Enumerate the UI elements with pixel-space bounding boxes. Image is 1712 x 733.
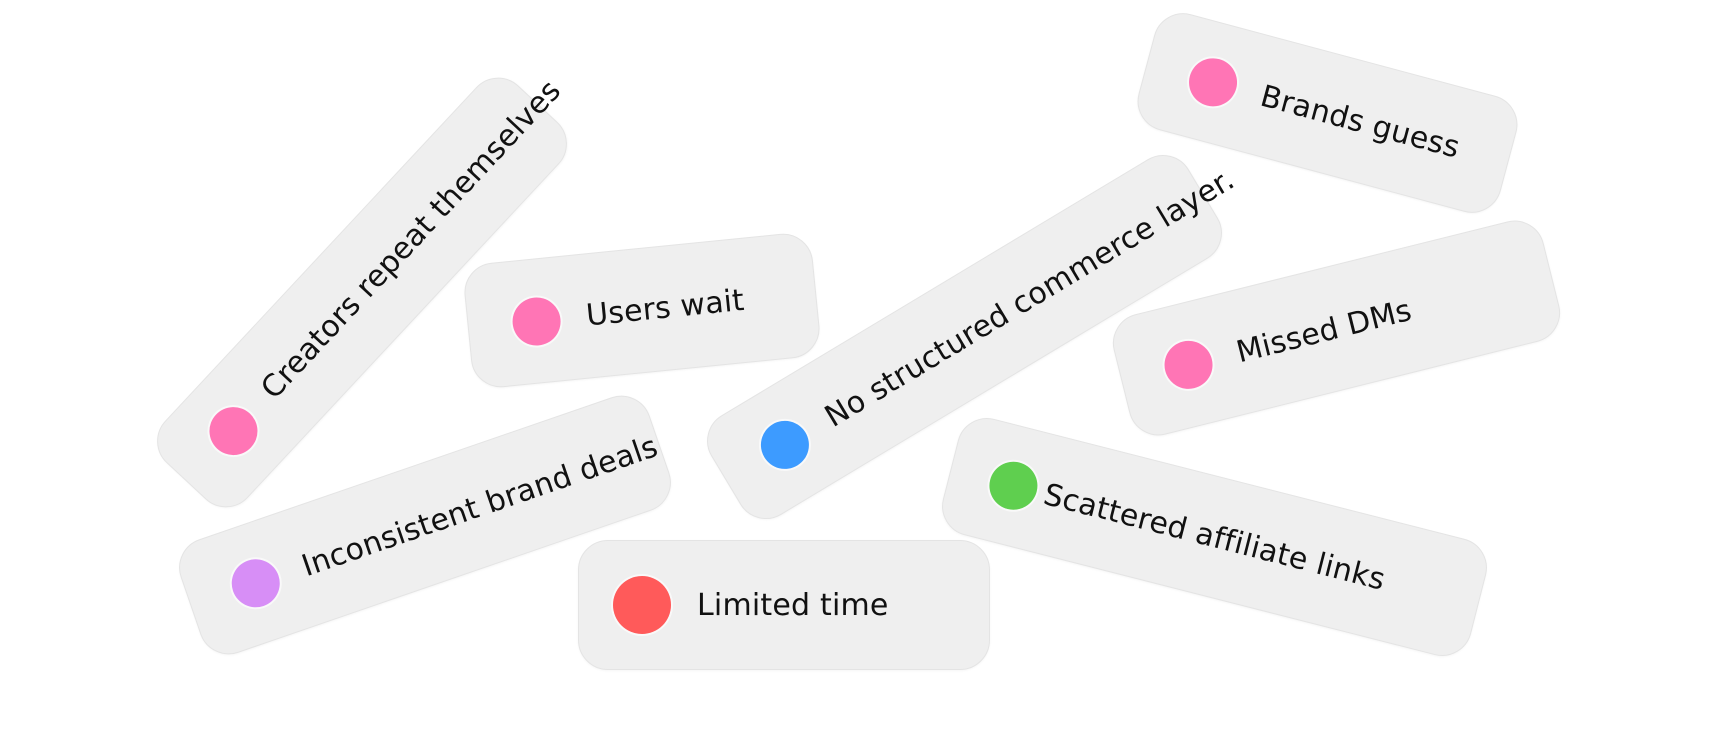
purple-dot-icon [225, 552, 287, 614]
card-label: Missed DMs [1232, 292, 1416, 370]
blue-dot-icon [751, 411, 818, 478]
card-label: Brands guess [1256, 78, 1464, 166]
card-label: Users wait [584, 282, 746, 334]
pink-dot-icon [1183, 52, 1243, 112]
pink-dot-icon [1159, 335, 1218, 394]
card-limited-time: Limited time [578, 540, 990, 670]
card-users-wait: Users wait [461, 230, 823, 391]
pink-dot-icon [199, 396, 268, 465]
card-label: Limited time [697, 587, 889, 623]
card-label: Scattered affiliate links [1040, 476, 1389, 598]
red-dot-icon [613, 576, 671, 634]
pink-dot-icon [510, 294, 563, 348]
card-scattered-links: Scattered affiliate links [935, 411, 1494, 663]
green-dot-icon [984, 456, 1043, 515]
